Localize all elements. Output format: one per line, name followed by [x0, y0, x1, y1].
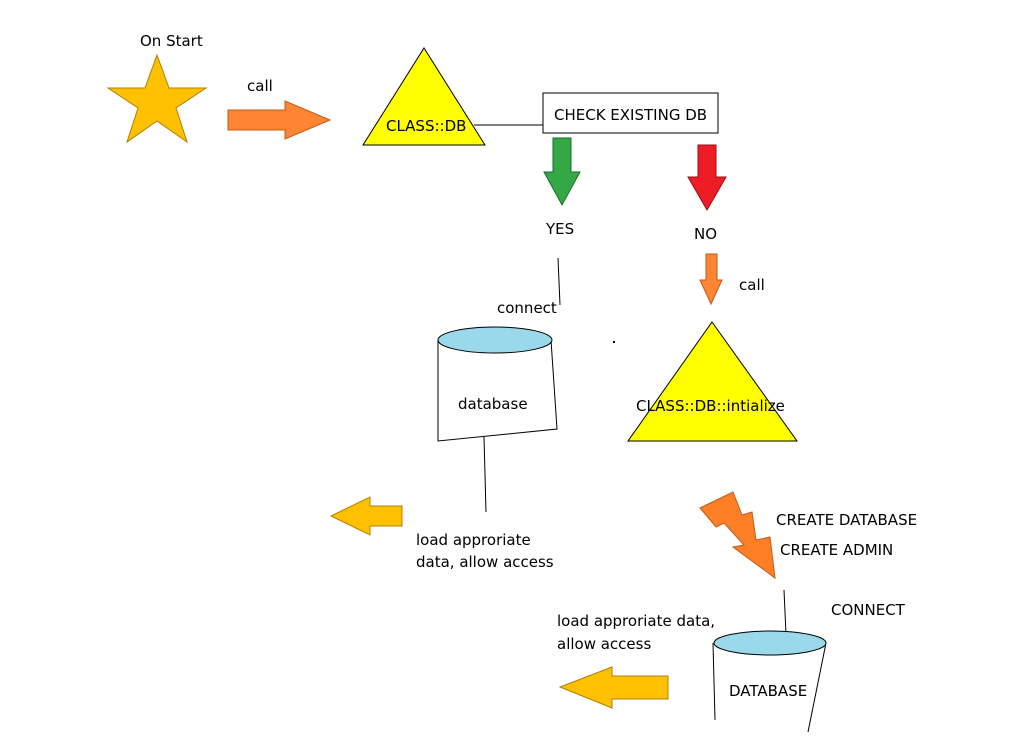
class-db-initialize-triangle-icon: [627, 321, 798, 442]
load-arrow-left-lower: [558, 666, 669, 709]
database-down-line: [483, 436, 487, 513]
class-db-triangle-icon: [362, 47, 486, 146]
load-arrow-left-upper: [329, 496, 403, 536]
stray-dot: [613, 341, 615, 343]
database-caps-cylinder-icon: [712, 630, 827, 733]
class-db-initialize-label: CLASS::DB::intialize: [636, 397, 785, 415]
load-data-upper-line1: load approriate: [416, 531, 531, 549]
create-admin-label: CREATE ADMIN: [780, 541, 893, 559]
connect-line: [783, 589, 787, 635]
yes-arrow-down: [543, 137, 581, 207]
class-db-label: CLASS::DB: [386, 117, 466, 135]
create-database-label: CREATE DATABASE: [776, 511, 917, 529]
call-arrow-down: [699, 253, 723, 306]
yes-label: YES: [545, 220, 574, 238]
load-data-upper-line2: data, allow access: [416, 553, 554, 571]
lightning-icon: [699, 491, 776, 580]
no-arrow-down: [687, 144, 727, 212]
check-existing-db-label: CHECK EXISTING DB: [554, 106, 707, 124]
call-arrow-right: [227, 100, 332, 140]
database-label: database: [458, 395, 528, 413]
call-label-2: call: [739, 276, 765, 294]
no-label: NO: [694, 225, 717, 243]
database-caps-label: DATABASE: [729, 682, 807, 700]
star-icon: [106, 53, 208, 144]
on-start-label: On Start: [140, 32, 203, 50]
connect-label: connect: [497, 299, 557, 317]
yes-line: [557, 257, 561, 306]
call-label: call: [247, 77, 273, 95]
load-data-lower-line1: load approriate data,: [557, 612, 715, 630]
connect-caps-label: CONNECT: [831, 601, 906, 619]
check-existing-db-box: [542, 92, 719, 134]
load-data-lower-line2: allow access: [557, 635, 651, 653]
database-cylinder-icon: [437, 326, 558, 442]
